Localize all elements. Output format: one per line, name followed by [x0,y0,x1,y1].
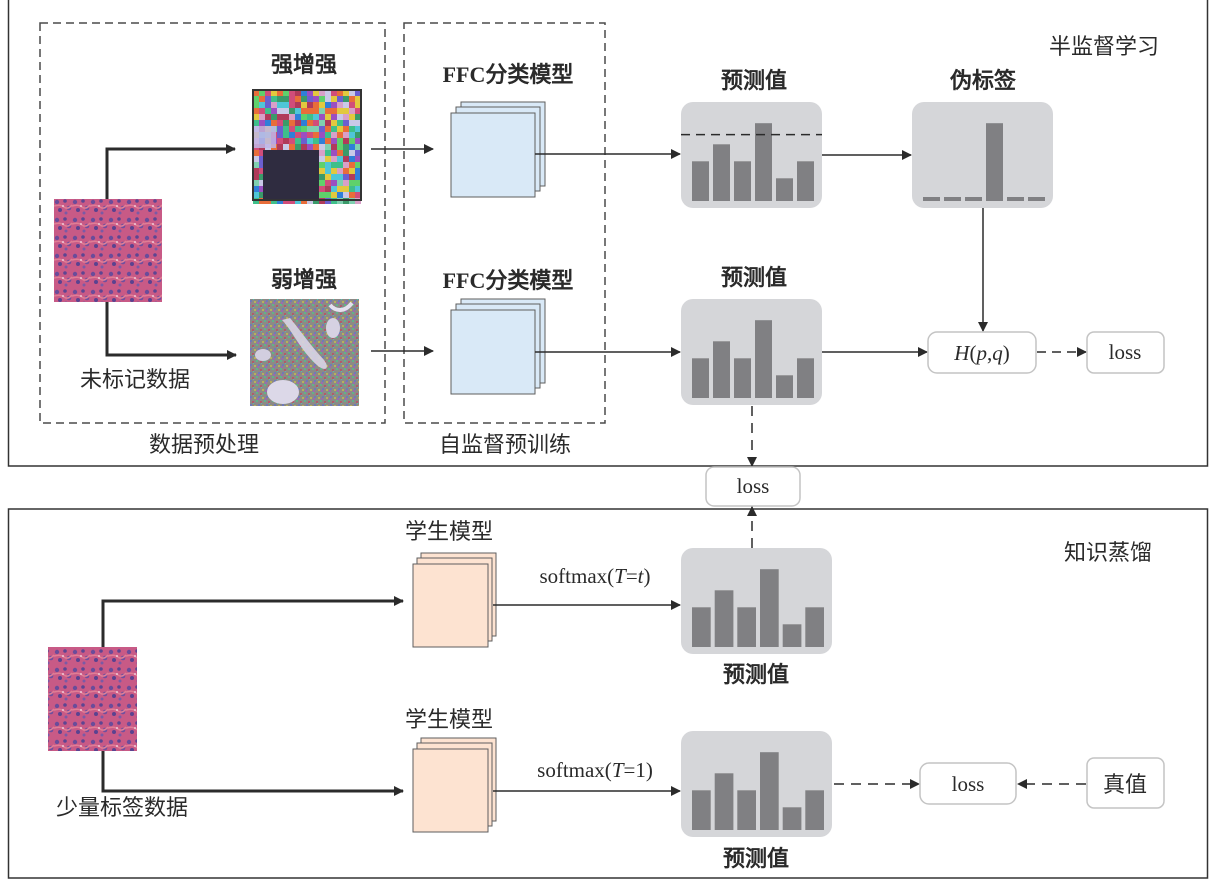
chart-bar [1007,197,1024,201]
arrow-to-student-top [101,596,404,647]
unlabeled-tissue-image [54,199,162,302]
chart-bar [760,569,779,647]
cross-entropy-box [927,331,1037,374]
middle-loss-label: loss [737,474,770,498]
weak-aug-image [250,299,359,406]
pred-chart-top [681,102,822,208]
student-top-label: 学生模型 [405,520,493,545]
pretrain-dashed-box [403,22,606,424]
labeled-data-label: 少量标签数据 [56,796,188,821]
chart-bar [923,197,940,201]
pred-top-label: 预测值 [721,68,787,94]
chart-bar [713,341,730,398]
arrow-to-strong-aug [105,144,236,199]
ffc-model-top-label: FFC分类模型 [443,62,574,87]
chart-bar [755,320,772,398]
chart-bar [714,773,734,830]
pretrain-label: 自监督预训练 [439,433,571,458]
chart-bar [1028,197,1045,201]
arrow-to-weak-aug [105,302,237,360]
softmax-1-label: softmax(T=1) [537,758,653,782]
strong-aug-label: 强增强 [271,52,337,78]
distill-pred-top-label: 预测值 [723,662,789,688]
pseudo-label-chart [912,102,1053,208]
chart-bar [755,123,772,201]
unlabeled-data-label: 未标记数据 [80,368,190,393]
chart-bar [805,790,824,830]
chart-bar [692,161,709,201]
ffc-model-bottom-label: FFC分类模型 [443,268,574,293]
chart-bar [776,178,793,201]
distill-pred-chart-bottom [681,731,832,837]
pred-chart-bottom [681,299,822,405]
chart-bar [692,358,709,398]
chart-bar [692,790,711,830]
chart-bar [965,197,982,201]
chart-background [912,102,1053,208]
chart-bar [797,358,814,398]
chart-bar [944,197,961,201]
student-model-bottom-stack [412,737,497,833]
chart-bar [986,123,1003,201]
chart-bar [776,375,793,398]
semi-loss-label: loss [1109,340,1142,364]
chart-bar [737,607,756,647]
distill-pred-bottom-label: 预测值 [723,846,789,872]
chart-bar [782,807,802,830]
softmax-t-label: softmax(T=t) [539,564,650,588]
labeled-tissue-image [48,647,137,751]
ffc-model-top-stack [450,101,546,198]
distillation-title: 知识蒸馏 [1064,541,1152,566]
pseudo-label-title: 伪标签 [949,68,1017,94]
chart-bar [713,144,730,201]
chart-bar [737,790,756,830]
preprocess-label: 数据预处理 [149,433,259,458]
ground-truth-label: 真值 [1103,773,1147,798]
chart-bar [734,358,751,398]
student-bottom-label: 学生模型 [405,708,493,733]
cutout-mask [263,150,319,200]
pred-bottom-label: 预测值 [721,265,787,291]
distill-pred-chart-top [681,548,832,654]
weak-aug-label: 弱增强 [271,267,337,293]
chart-bar [714,590,734,647]
ffc-model-bottom-stack [450,298,546,395]
chart-bar [805,607,824,647]
chart-bar [782,624,802,647]
distill-loss-label: loss [952,772,985,796]
distillation-panel [7,508,1209,879]
preprocess-dashed-box [39,22,386,424]
chart-bar [734,161,751,201]
cross-entropy-label: H(p,q) [953,341,1009,365]
distill-loss-box [919,762,1017,805]
semi-loss-box [1086,331,1165,374]
ground-truth-box [1086,757,1165,809]
semi-supervised-panel [7,0,1209,467]
chart-bar [692,607,711,647]
arrow-to-student-bottom [101,751,404,796]
chart-bar [760,752,779,830]
student-model-top-stack [412,552,497,648]
chart-bar [797,161,814,201]
semi-supervised-title: 半监督学习 [1049,35,1159,60]
strong-aug-image [252,89,362,204]
